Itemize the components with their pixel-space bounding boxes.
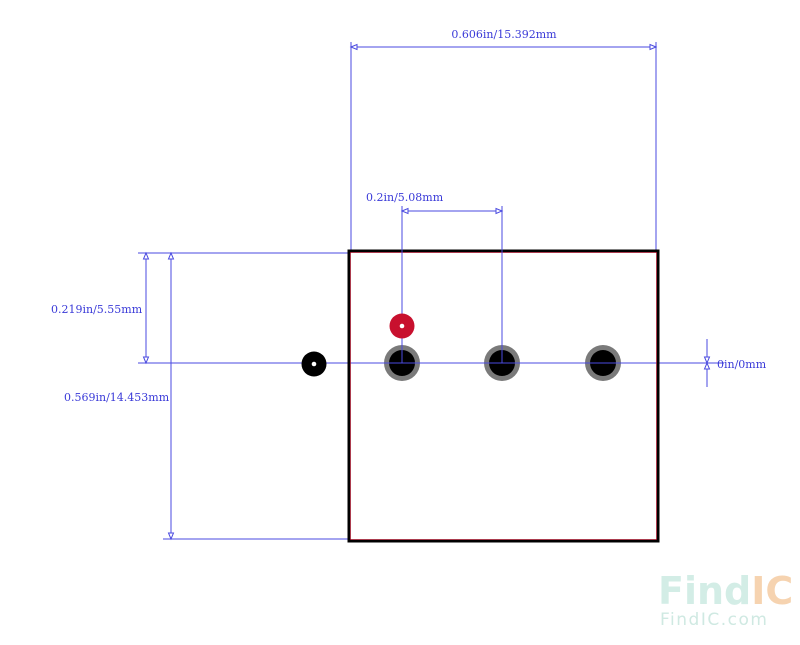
arrow-head [167, 251, 175, 260]
arrow-head [142, 251, 150, 260]
arrow-head [495, 207, 504, 215]
arrow-head [349, 43, 358, 51]
pin1-marker [389, 313, 415, 339]
arrow-head [142, 356, 150, 365]
svg-text:FindIC: FindIC [658, 569, 793, 613]
arrow-head [649, 43, 658, 51]
logo-ic-text: IC [751, 569, 793, 613]
arrow-head [703, 356, 711, 365]
arrow-head [167, 532, 175, 541]
logo-find-text: Find [658, 569, 751, 613]
arrow-head [703, 361, 711, 370]
findic-logo: FindIC FindIC.com [658, 569, 793, 630]
overall-width-label: 0.606in/15.392mm [451, 28, 557, 41]
origin-marker [301, 351, 327, 377]
courtyard-outline [350, 252, 657, 540]
zero-offset-label: 0in/0mm [717, 358, 767, 371]
logo-url-text: FindIC.com [660, 610, 768, 630]
arrow-head [400, 207, 409, 215]
component-outline [347, 249, 660, 543]
pin-pitch-label: 0.2in/5.08mm [366, 191, 444, 204]
pin-row-offset-label: 0.219in/5.55mm [51, 303, 143, 316]
overall-height-label: 0.569in/14.453mm [64, 391, 170, 404]
